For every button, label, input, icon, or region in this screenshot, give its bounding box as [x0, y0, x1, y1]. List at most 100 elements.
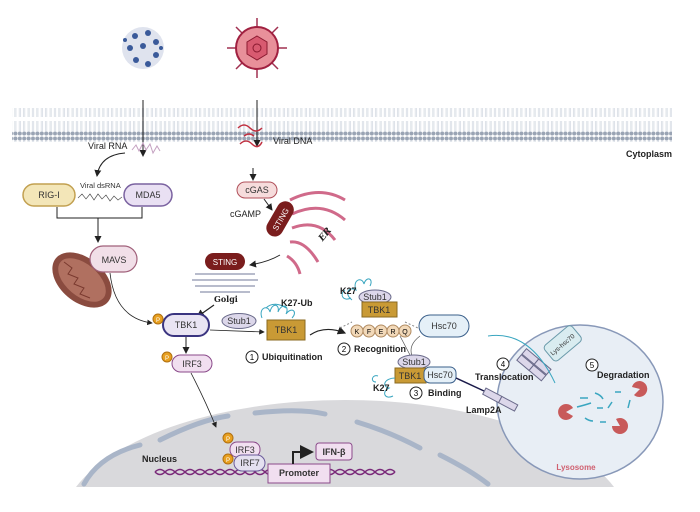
- svg-text:Hsc70: Hsc70: [427, 370, 453, 380]
- svg-text:Stub1: Stub1: [402, 357, 426, 367]
- irf3-nuclear: IRF3: [229, 441, 261, 458]
- arrow: [263, 198, 273, 211]
- svg-text:P: P: [165, 356, 169, 362]
- endoplasmic-reticulum-icon: [286, 191, 346, 275]
- svg-text:STING: STING: [213, 258, 237, 267]
- promoter-box: Promoter: [267, 463, 331, 484]
- svg-text:4: 4: [501, 360, 506, 369]
- lysosome: [496, 324, 664, 480]
- connector: [56, 207, 143, 219]
- phosphate-icon: P: [222, 432, 234, 444]
- svg-text:Recognition: Recognition: [354, 344, 406, 354]
- svg-text:MAVS: MAVS: [102, 255, 127, 265]
- tbk1-recognition: TBK1: [361, 301, 398, 318]
- lamp2a-icon: [482, 387, 519, 412]
- svg-text:E: E: [379, 329, 384, 336]
- connector: [399, 335, 421, 357]
- hsc70-bound: Hsc70: [423, 366, 457, 384]
- viral-rna-label: Viral RNA: [88, 141, 127, 151]
- mavs-node: MAVS: [89, 245, 138, 273]
- k27-ub-label: K27-Ub: [281, 298, 313, 308]
- irf7-nuclear: IRF7: [233, 454, 266, 472]
- arrow: [209, 329, 265, 335]
- svg-text:Stub1: Stub1: [227, 316, 251, 326]
- svg-text:P: P: [156, 318, 160, 324]
- transcription-arrow: [292, 445, 314, 464]
- svg-text:Degradation: Degradation: [597, 370, 650, 380]
- ubiquitin-chain-icon: [371, 375, 396, 398]
- svg-text:R: R: [390, 329, 395, 336]
- viral-dsrna-icon: [77, 193, 123, 202]
- cgamp-label: cGAMP: [230, 209, 261, 219]
- dna-virus-icon: [227, 18, 287, 78]
- ubiquitin-chain-icon: [260, 303, 295, 319]
- sting-golgi-node: STING: [205, 253, 245, 270]
- svg-text:1: 1: [250, 353, 255, 362]
- step-2: 2 Recognition: [337, 342, 406, 356]
- substrate-chain: [455, 377, 485, 392]
- svg-text:5: 5: [590, 361, 595, 370]
- arrow: [109, 272, 153, 326]
- stub1-node: Stub1: [397, 354, 431, 370]
- step-1: 1 Ubiquitination: [245, 350, 323, 364]
- viral-dsrna-label: Viral dsRNA: [80, 181, 121, 190]
- cgas-node: cGAS: [236, 181, 278, 199]
- svg-text:IRF3: IRF3: [235, 445, 255, 455]
- arrow: [309, 326, 347, 336]
- phosphate-icon: P: [222, 453, 234, 465]
- svg-text:P: P: [226, 437, 230, 443]
- nucleus-label: Nucleus: [142, 454, 177, 464]
- tbk1-ubiquitinated: TBK1: [266, 319, 306, 341]
- svg-text:Binding: Binding: [428, 388, 462, 398]
- svg-text:F: F: [367, 329, 371, 336]
- step-4: 4 Translocation: [475, 357, 534, 382]
- svg-text:Translocation: Translocation: [475, 372, 534, 382]
- cytoplasm-label: Cytoplasm: [626, 149, 672, 159]
- protease-icon: [558, 380, 648, 434]
- ifn-beta-box: IFN-β: [315, 442, 353, 461]
- kferq-motif: K F E R Q: [350, 324, 412, 338]
- lysosome-label: Lysosome: [556, 463, 596, 472]
- ubiquitin-chain-icon: [341, 278, 372, 301]
- golgi-icon: [192, 273, 258, 293]
- k27-label: K27: [340, 286, 357, 296]
- arrow: [94, 152, 126, 177]
- svg-text:TBK1: TBK1: [399, 371, 422, 381]
- tbk1-node: TBK1: [162, 313, 210, 337]
- svg-text:IRF7: IRF7: [240, 458, 260, 468]
- svg-text:2: 2: [342, 345, 347, 354]
- plasma-membrane: [12, 108, 672, 142]
- hsc70-node: Hsc70: [418, 314, 470, 338]
- svg-text:TBK1: TBK1: [175, 320, 198, 330]
- lamp2a-multimer-icon: [516, 348, 552, 382]
- svg-text:MDA5: MDA5: [135, 190, 160, 200]
- viral-rna-icon: [131, 141, 161, 155]
- phosphate-icon: P: [161, 351, 173, 363]
- stub1-node: Stub1: [221, 313, 257, 329]
- svg-text:cGAS: cGAS: [245, 185, 269, 195]
- svg-text:3: 3: [414, 389, 419, 398]
- svg-text:Hsc70: Hsc70: [431, 321, 457, 331]
- rig-i-node: RIG-I: [22, 183, 76, 207]
- svg-text:TBK1: TBK1: [368, 305, 391, 315]
- step-3: 3 Binding: [409, 386, 462, 400]
- degraded-fragments: [576, 391, 631, 423]
- svg-text:RIG-I: RIG-I: [38, 190, 60, 200]
- nuclear-envelope: [81, 408, 491, 487]
- svg-text:IFN-β: IFN-β: [323, 447, 346, 457]
- viral-dna-icon: [237, 124, 263, 148]
- mda5-node: MDA5: [123, 183, 173, 207]
- tbk1-bound: TBK1: [394, 367, 427, 384]
- svg-text:Ubiquitination: Ubiquitination: [262, 352, 323, 362]
- irf3-node: IRF3: [171, 354, 213, 373]
- svg-text:Stub1: Stub1: [363, 292, 387, 302]
- rna-virus-icon: [122, 27, 164, 69]
- arrow: [249, 254, 281, 268]
- phosphate-icon: P: [152, 313, 164, 325]
- lamp2a-label: Lamp2A: [466, 405, 502, 415]
- translocating-substrate: [487, 334, 556, 384]
- svg-text:P: P: [226, 458, 230, 464]
- svg-text:IRF3: IRF3: [182, 359, 202, 369]
- arrow: [190, 372, 217, 428]
